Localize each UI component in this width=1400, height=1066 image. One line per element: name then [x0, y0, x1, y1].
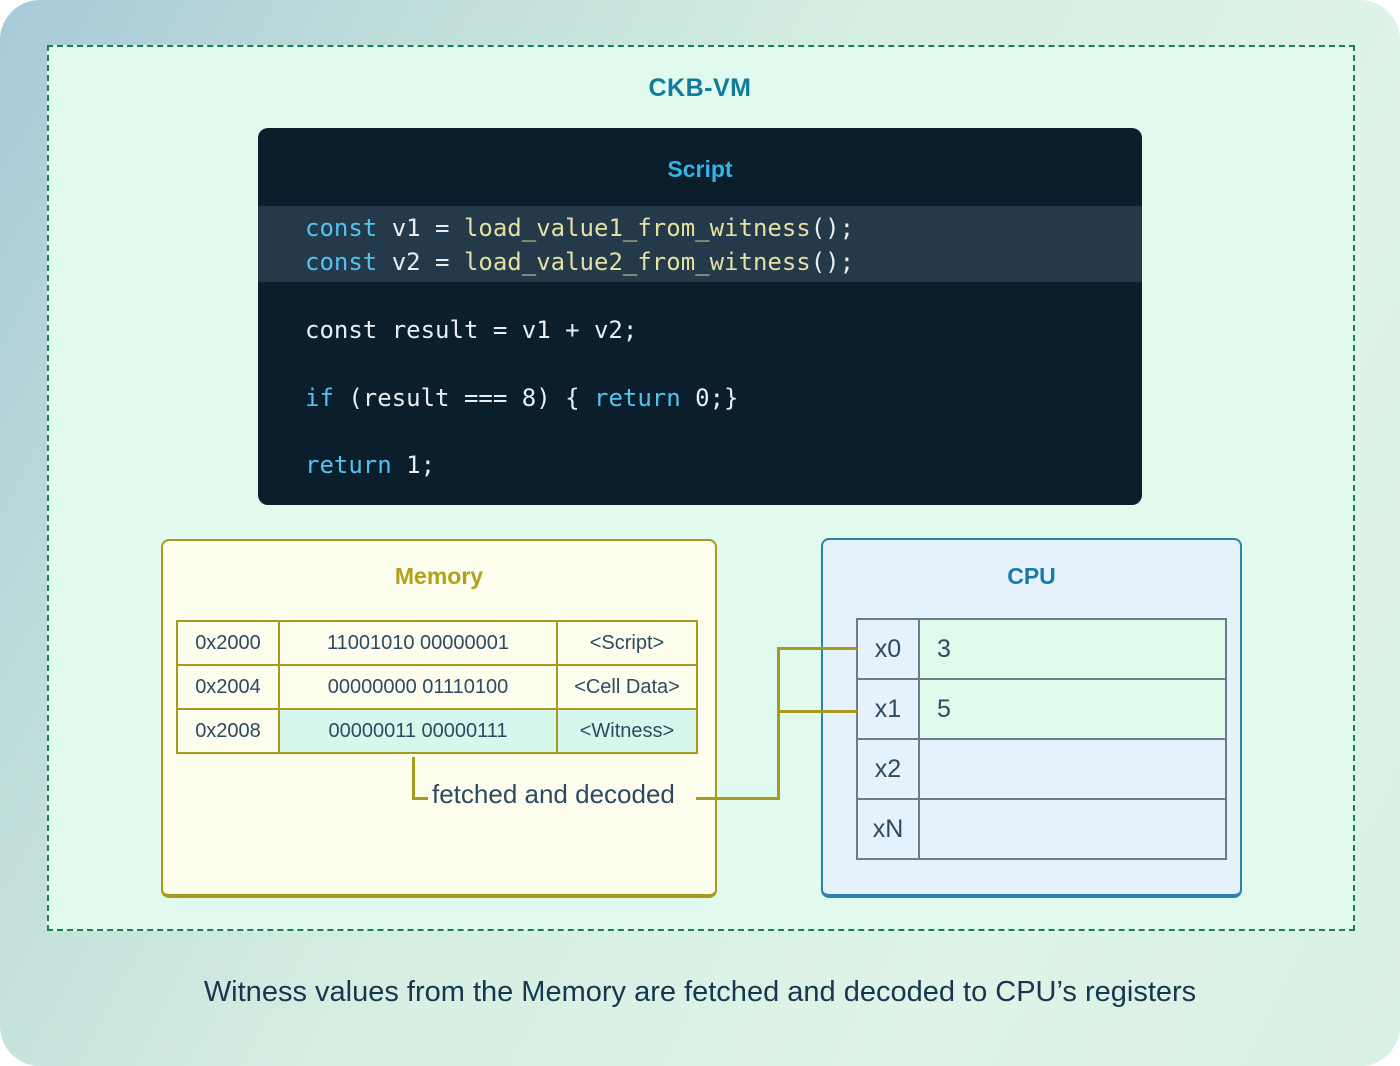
code-line: const v1 = load_value1_from_witness(); [305, 214, 855, 242]
memory-title: Memory [394, 563, 484, 589]
code-line: const v2 = load_value2_from_witness(); [305, 248, 855, 276]
memory-cell: 11001010 00000001 [278, 620, 558, 666]
connector-witness-drop [412, 757, 415, 800]
script-title: Script [667, 156, 733, 182]
memory-cell: 0x2000 [176, 620, 280, 666]
register-value: 5 [918, 678, 1227, 740]
memory-cell: <Script> [556, 620, 698, 666]
register-name: x0 [856, 618, 920, 680]
register-name: x1 [856, 678, 920, 740]
connector-branch-x0 [777, 647, 857, 650]
memory-cell: 0x2008 [176, 708, 280, 754]
register-name: xN [856, 798, 920, 860]
memory-cell: <Witness> [556, 708, 698, 754]
register-value [918, 738, 1227, 800]
memory-cell: 0x2004 [176, 664, 280, 710]
fetched-decoded-label: fetched and decoded [432, 779, 675, 809]
memory-cell: 00000011 00000111 [278, 708, 558, 754]
connector-branch-x1 [777, 710, 857, 713]
ckb-vm-title: CKB-VM [648, 74, 752, 102]
memory-cell: <Cell Data> [556, 664, 698, 710]
register-name: x2 [856, 738, 920, 800]
register-value: 3 [918, 618, 1227, 680]
register-value [918, 798, 1227, 860]
connector-label-foot [412, 797, 428, 800]
code-highlight-band [258, 206, 1142, 282]
cpu-register-row: xN [856, 798, 1227, 860]
code-line: const result = v1 + v2; [305, 316, 638, 344]
code-line: if (result === 8) { return 0;} [305, 384, 739, 412]
caption: Witness values from the Memory are fetch… [203, 976, 1197, 1008]
cpu-register-row: x2 [856, 738, 1227, 800]
memory-cell: 00000000 01110100 [278, 664, 558, 710]
cpu-title: CPU [1007, 563, 1056, 589]
connector-riser [777, 647, 780, 800]
code-line: return 1; [305, 451, 436, 479]
script-block: Script const v1 = load_value1_from_witne… [258, 128, 1142, 505]
connector-label-to-riser [696, 797, 780, 800]
